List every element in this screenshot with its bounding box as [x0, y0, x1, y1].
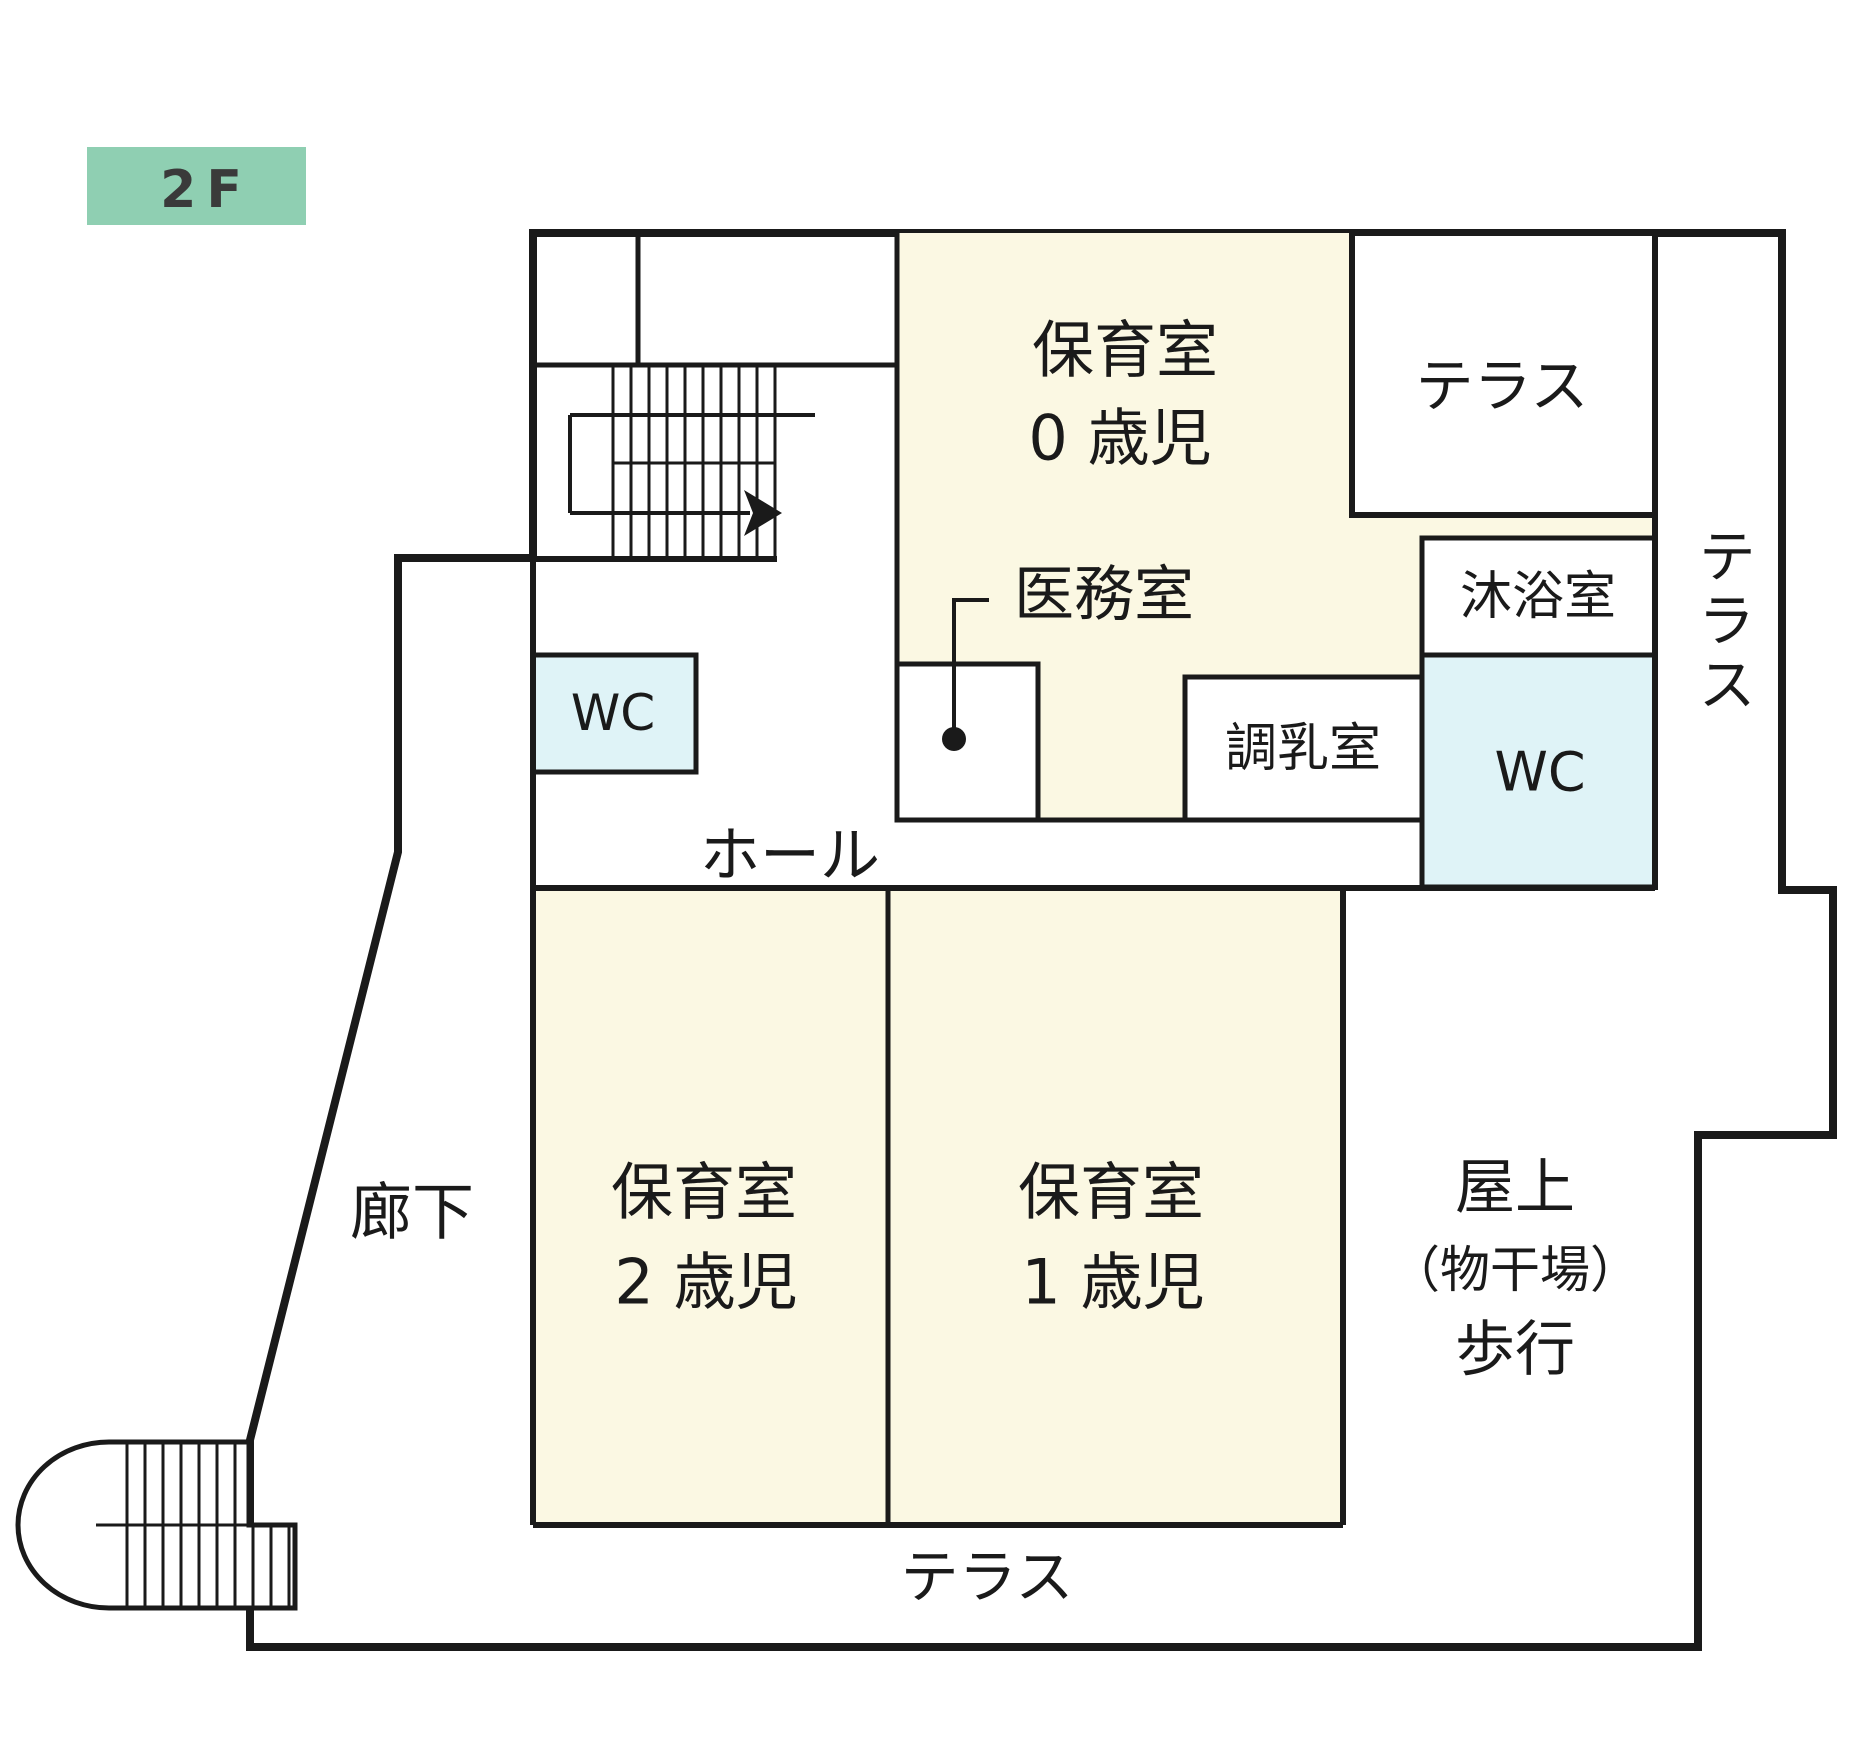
room-milk — [1182, 674, 1425, 823]
room-label-nursery0-line1: 保育室 — [1032, 314, 1218, 387]
room-label-rooftop-line3: 歩行 — [1455, 1315, 1575, 1385]
room-bathing — [1419, 535, 1658, 658]
medical-room-leader-line — [952, 598, 989, 733]
room-label-hall: ホール — [700, 821, 880, 891]
room-label-nursery2-line1: 保育室 — [611, 1156, 797, 1229]
floor-badge — [87, 147, 306, 225]
room-label-rooftop-line2: （物干場） — [1390, 1241, 1640, 1299]
room-label-terrace-top: テラス — [1416, 352, 1589, 420]
medical-room-dot — [942, 727, 966, 751]
room-wc-right — [1419, 652, 1658, 890]
room-nursery0-area — [897, 233, 1655, 820]
room-nursery12-area — [533, 888, 1343, 1525]
room-label-wc-right: WC — [1494, 741, 1585, 804]
floor-badge-label: 2F — [160, 160, 252, 220]
room-label-bathing: 沐浴室 — [1460, 567, 1616, 627]
room-label-nursery2-line2: 2 歳児 — [614, 1246, 797, 1319]
stair-direction-arrow — [744, 490, 782, 536]
room-label-rooftop-line1: 屋上 — [1455, 1153, 1575, 1223]
room-label-corridor: 廊下 — [350, 1176, 474, 1249]
room-label-nursery1-line2: 1 歳児 — [1021, 1246, 1204, 1319]
room-label-milk: 調乳室 — [1225, 719, 1381, 779]
room-label-terrace-right: テラス — [1688, 526, 1756, 718]
room-label-wc-left: WC — [571, 684, 655, 742]
room-label-nursery0-line2: 0 歳児 — [1028, 402, 1211, 475]
staircase-upper — [568, 366, 815, 559]
staircase-lower — [15, 1439, 298, 1611]
interior-walls — [398, 233, 1658, 1528]
room-label-nursery1-line1: 保育室 — [1018, 1156, 1204, 1229]
room-label-terrace-bottom: テラス — [901, 1543, 1074, 1611]
room-medical — [894, 661, 1041, 823]
room-label-medical: 医務室 — [1014, 560, 1194, 630]
